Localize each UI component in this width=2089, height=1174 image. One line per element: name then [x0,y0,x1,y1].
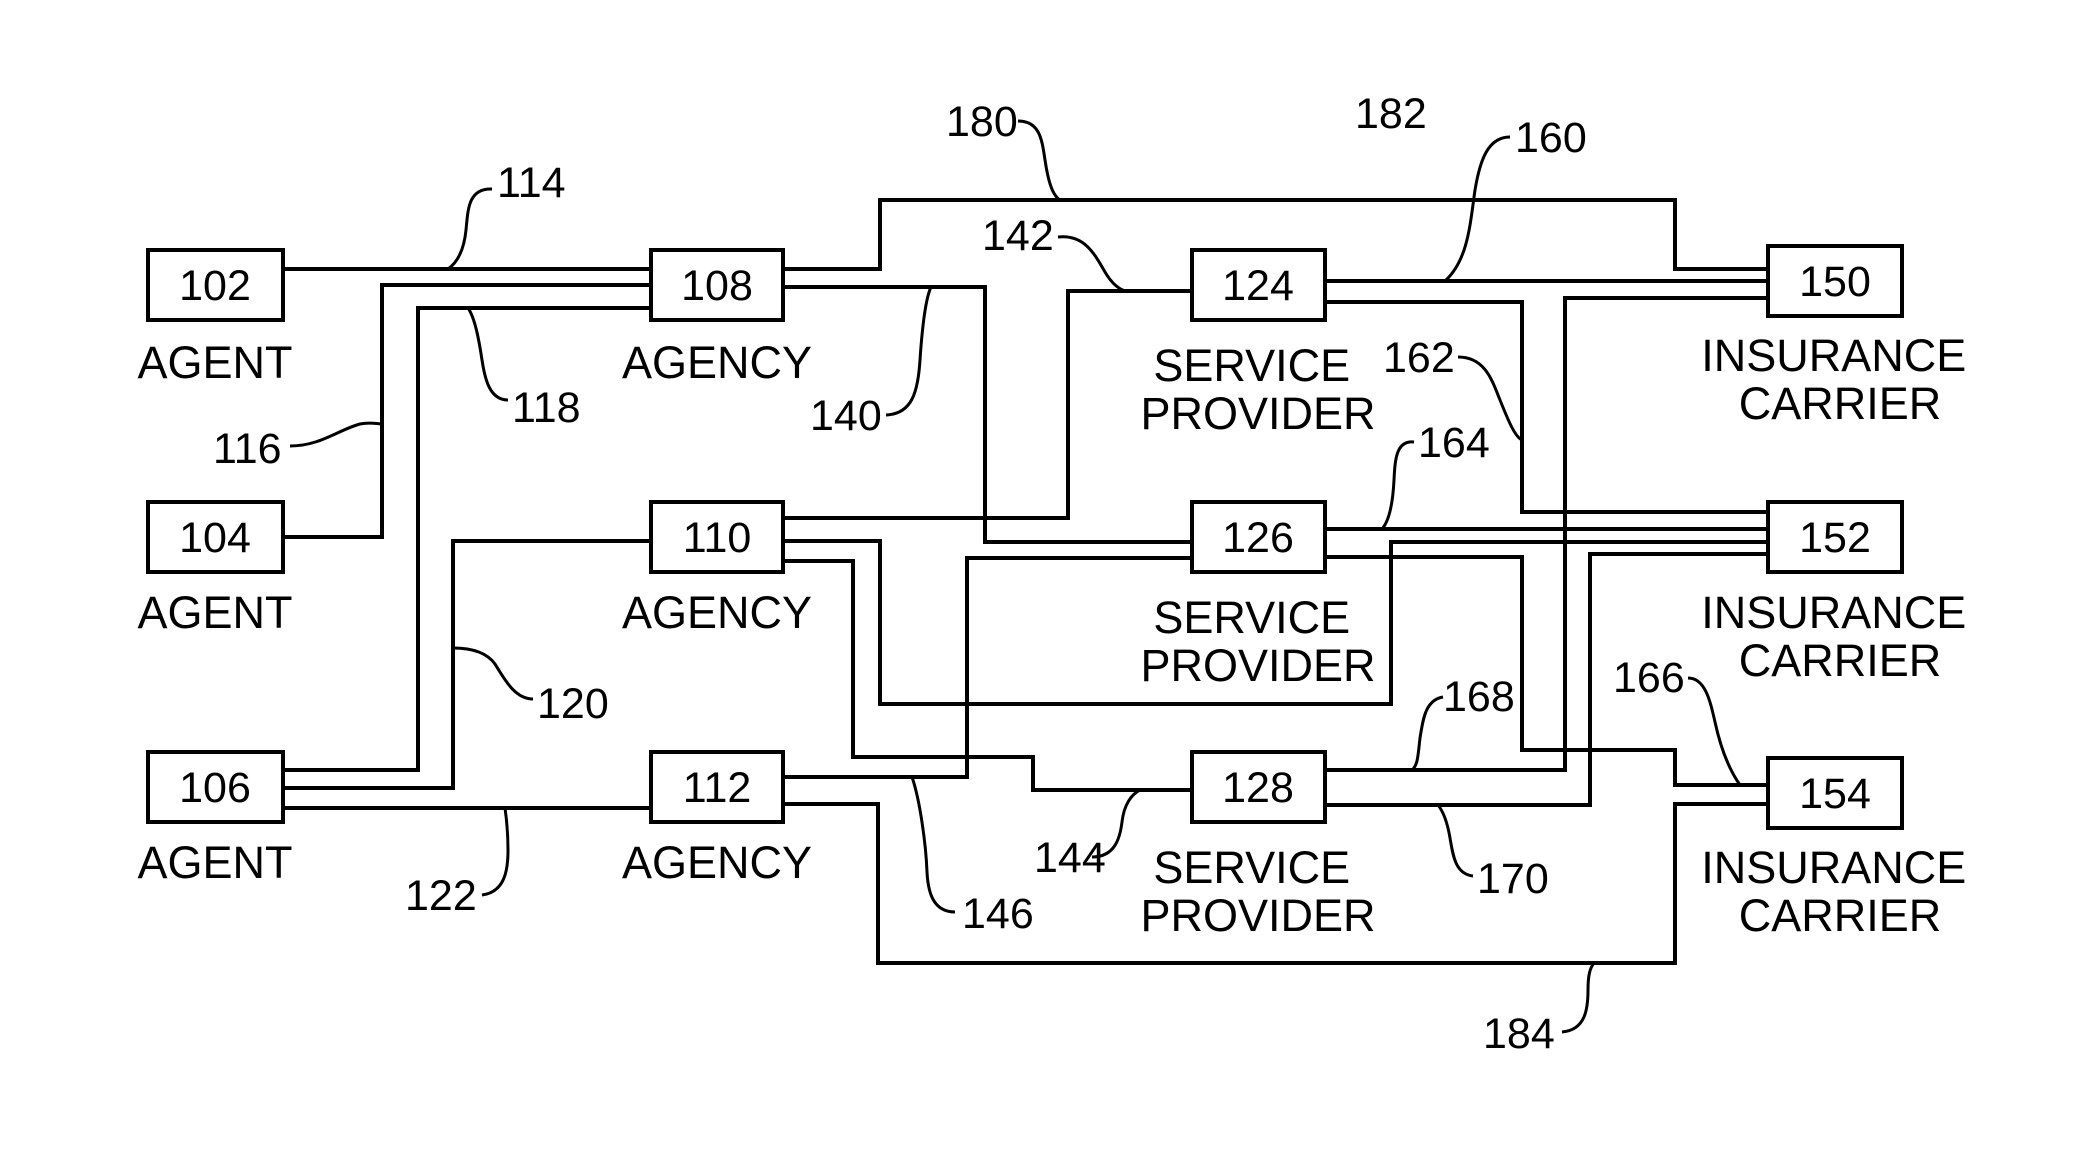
caption-104: AGENT [137,587,292,638]
leader-116 [290,423,382,446]
link-label-146: 146 [962,890,1034,938]
caption-126-line-1: SERVICE [1153,592,1350,643]
node-id-104: 104 [179,514,251,562]
caption-112: AGENCY [622,837,812,888]
caption-152-line-1: INSURANCE [1701,587,1966,638]
node-id-128: 128 [1222,764,1294,812]
node-id-124: 124 [1222,262,1294,310]
link-label-160: 160 [1515,114,1587,162]
node-id-152: 152 [1799,514,1871,562]
caption-154: INSURANCE CARRIER [1701,842,1979,941]
caption-152-line-2: CARRIER [1739,635,1942,686]
link-label-182: 182 [1355,90,1427,138]
caption-150: INSURANCE CARRIER [1701,330,1979,429]
node-id-102: 102 [179,262,251,310]
leader-164 [1382,442,1414,529]
leader-140 [886,287,931,415]
link-144 [783,561,1192,790]
link-label-144: 144 [1034,834,1106,882]
caption-128: SERVICE PROVIDER [1140,842,1375,941]
caption-124-line-2: PROVIDER [1140,388,1375,439]
link-146 [783,558,1192,777]
leader-180 [1018,121,1060,200]
caption-152: INSURANCE CARRIER [1701,587,1979,686]
caption-126: SERVICE PROVIDER [1140,592,1375,691]
caption-106: AGENT [137,837,292,888]
link-label-180: 180 [946,98,1018,146]
leader-114 [448,189,492,269]
caption-102: AGENT [137,337,292,388]
link-label-168: 168 [1443,673,1515,721]
node-id-108: 108 [681,262,753,310]
node-id-110: 110 [683,514,752,562]
link-label-114: 114 [497,159,566,207]
caption-124: SERVICE PROVIDER [1140,340,1375,439]
caption-124-line-1: SERVICE [1153,340,1350,391]
caption-150-line-2: CARRIER [1739,378,1942,429]
leader-166 [1688,678,1740,785]
link-label-142: 142 [982,212,1054,260]
caption-154-line-2: CARRIER [1739,890,1942,941]
link-label-184: 184 [1483,1010,1555,1058]
node-ids: 102 104 106 108 110 112 124 126 128 150 … [179,258,1871,818]
node-id-154: 154 [1799,770,1871,818]
leader-170 [1438,805,1473,876]
link-label-170: 170 [1477,855,1549,903]
node-id-126: 126 [1222,514,1294,562]
leader-146 [912,777,955,912]
leader-120 [453,648,533,699]
link-label-120: 120 [537,680,609,728]
caption-126-line-2: PROVIDER [1140,640,1375,691]
leader-168 [1412,697,1443,770]
link-120 [285,541,650,788]
leader-122 [482,808,508,895]
link-label-122: 122 [405,872,477,920]
caption-128-line-1: SERVICE [1153,842,1350,893]
caption-128-line-2: PROVIDER [1140,890,1375,941]
node-boxes [148,246,1902,828]
leader-142 [1058,237,1126,291]
link-116 [285,285,650,537]
caption-110: AGENCY [622,587,812,638]
caption-150-line-1: INSURANCE [1701,330,1966,381]
link-label-166: 166 [1613,654,1685,702]
leader-160 [1445,137,1510,281]
leader-184 [1562,963,1594,1032]
link-label-116: 116 [213,425,282,473]
link-label-164: 164 [1418,419,1490,467]
link-label-162: 162 [1383,334,1455,382]
link-label-118: 118 [512,384,581,432]
node-id-150: 150 [1799,258,1871,306]
leader-118 [468,308,508,400]
link-label-140: 140 [810,392,882,440]
caption-108: AGENCY [622,337,812,388]
node-id-106: 106 [179,764,251,812]
node-id-112: 112 [683,764,752,812]
caption-154-line-1: INSURANCE [1701,842,1966,893]
